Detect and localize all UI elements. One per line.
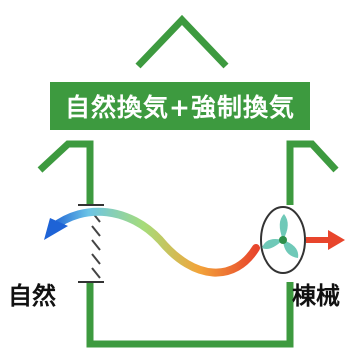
house-outline (37, 140, 94, 205)
airflow-path (48, 207, 260, 277)
louver-vent-icon (78, 204, 104, 283)
label-natural: 自然 (8, 282, 56, 310)
banner-background (50, 82, 310, 130)
house-outline-right (286, 140, 339, 205)
exhaust-arrow-icon (306, 230, 345, 250)
house-floor (86, 282, 294, 348)
label-mechanical: 棟械 (292, 282, 340, 310)
roof-peak (135, 14, 229, 69)
ventilation-fan-icon (260, 206, 306, 274)
banner-title: 自然換気+強制換気 (65, 93, 295, 122)
inlet-arrow-icon (44, 218, 68, 240)
